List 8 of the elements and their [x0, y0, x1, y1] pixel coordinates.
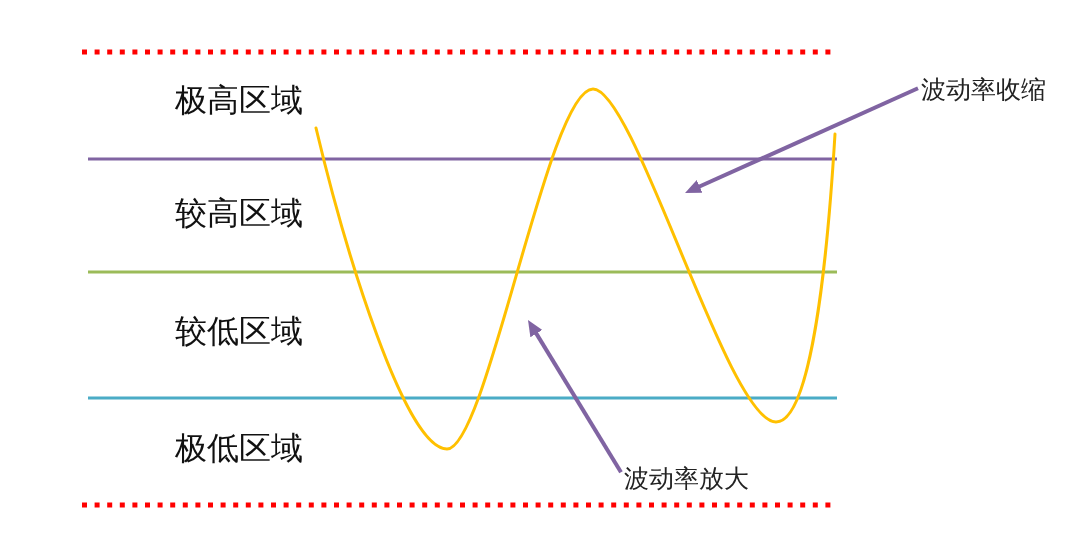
annotation-text: 波动率放大 [624, 466, 749, 491]
zone-label: 极低区域 [175, 432, 303, 464]
arrow [528, 319, 623, 474]
arrow [685, 86, 919, 194]
zone-label: 极高区域 [175, 84, 303, 116]
zone-label: 较高区域 [175, 197, 303, 229]
annotation-text: 波动率收缩 [921, 77, 1046, 102]
zone-label: 较低区域 [175, 315, 303, 347]
